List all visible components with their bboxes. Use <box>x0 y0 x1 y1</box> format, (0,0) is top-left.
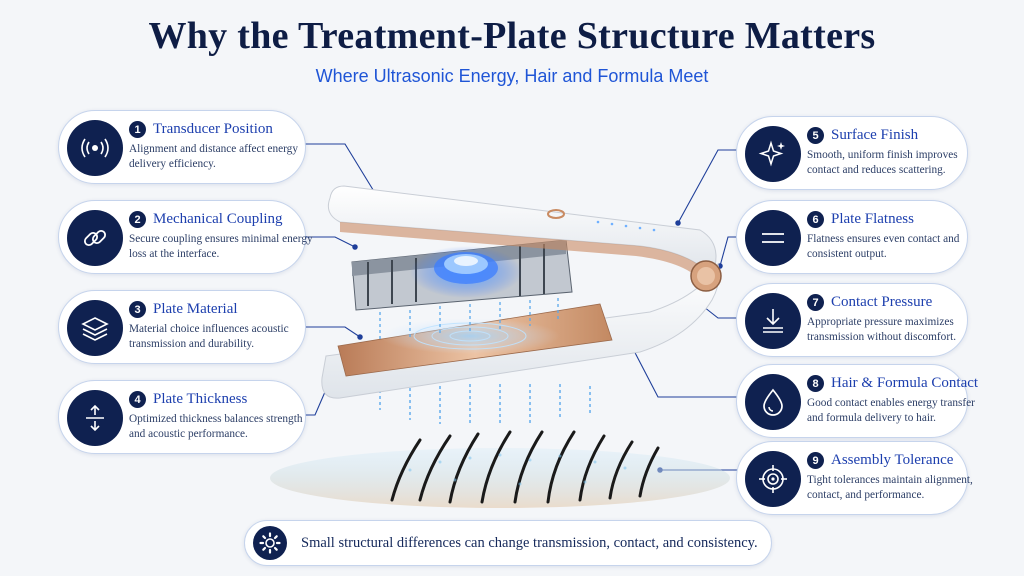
card-description: Flatness ensures even contact and consis… <box>807 233 960 260</box>
card-description: Smooth, uniform finish improves contact … <box>807 149 958 176</box>
plate-assembly <box>351 239 573 340</box>
card-plate-material: 3 Plate Material Material choice influenc… <box>58 290 306 364</box>
card-assembly-tolerance: 9 Assembly Tolerance Tight tolerances mai… <box>736 441 973 515</box>
card-title: Surface Finish <box>831 127 919 143</box>
hair-strands <box>270 430 730 508</box>
target-icon <box>745 451 801 507</box>
pressure-arrow-icon <box>745 293 801 349</box>
card-hair-formula-contact: 8 Hair & Formula Contact Good contact ena… <box>736 364 978 438</box>
card-number: 1 <box>129 121 146 138</box>
card-description: Material choice influences acoustic tran… <box>129 323 289 350</box>
card-title: Contact Pressure <box>831 294 933 310</box>
page-subtitle: Where Ultrasonic Energy, Hair and Formul… <box>315 66 709 86</box>
card-description: Secure coupling ensures minimal energy l… <box>129 233 313 260</box>
card-title: Mechanical Coupling <box>153 211 283 227</box>
card-number: 3 <box>129 301 146 318</box>
card-title: Plate Material <box>153 301 238 317</box>
card-title: Plate Thickness <box>153 391 248 407</box>
link-icon <box>67 210 123 266</box>
card-number: 8 <box>807 375 824 392</box>
card-number: 9 <box>807 452 824 469</box>
droplet-icon <box>745 374 801 430</box>
lower-arm <box>321 262 720 399</box>
card-number: 7 <box>807 294 824 311</box>
card-description: Optimized thickness balances strength an… <box>129 413 303 440</box>
card-description: Tight tolerances maintain alignment, con… <box>807 474 973 501</box>
card-title: Plate Flatness <box>831 211 914 227</box>
card-contact-pressure: 7 Contact Pressure Appropriate pressure m… <box>736 283 968 357</box>
card-number: 6 <box>807 211 824 228</box>
card-surface-finish: 5 Surface Finish Smooth, uniform finish i… <box>736 116 968 190</box>
layers-icon <box>67 300 123 356</box>
card-plate-thickness: 4 Plate Thickness Optimized thickness bal… <box>58 380 306 454</box>
gear-icon <box>253 526 287 560</box>
card-title: Transducer Position <box>153 121 273 137</box>
card-number: 4 <box>129 391 146 408</box>
sparkle-icon <box>745 126 801 182</box>
card-description: Appropriate pressure maximizes transmiss… <box>807 316 957 343</box>
card-transducer-position: 1 Transducer Position Alignment and dista… <box>58 110 306 184</box>
thickness-arrows-icon <box>67 390 123 446</box>
card-title: Assembly Tolerance <box>831 452 954 468</box>
page-title: Why the Treatment-Plate Structure Matter… <box>148 15 876 57</box>
card-plate-flatness: 6 Plate Flatness Flatness ensures even co… <box>736 200 968 274</box>
card-number: 2 <box>129 211 146 228</box>
summary-banner: Small structural differences can change … <box>244 520 772 566</box>
card-mechanical-coupling: 2 Mechanical Coupling Secure coupling ens… <box>58 200 313 274</box>
flat-lines-icon <box>745 210 801 266</box>
card-number: 5 <box>807 127 824 144</box>
card-title: Hair & Formula Contact <box>831 375 979 391</box>
ultrasonic-waves-icon <box>67 120 123 176</box>
banner-text: Small structural differences can change … <box>301 535 758 551</box>
energy-arrows <box>379 384 591 424</box>
card-description: Good contact enables energy transfer and… <box>807 397 975 424</box>
hinge <box>690 260 722 292</box>
card-description: Alignment and distance affect energy del… <box>129 143 298 170</box>
